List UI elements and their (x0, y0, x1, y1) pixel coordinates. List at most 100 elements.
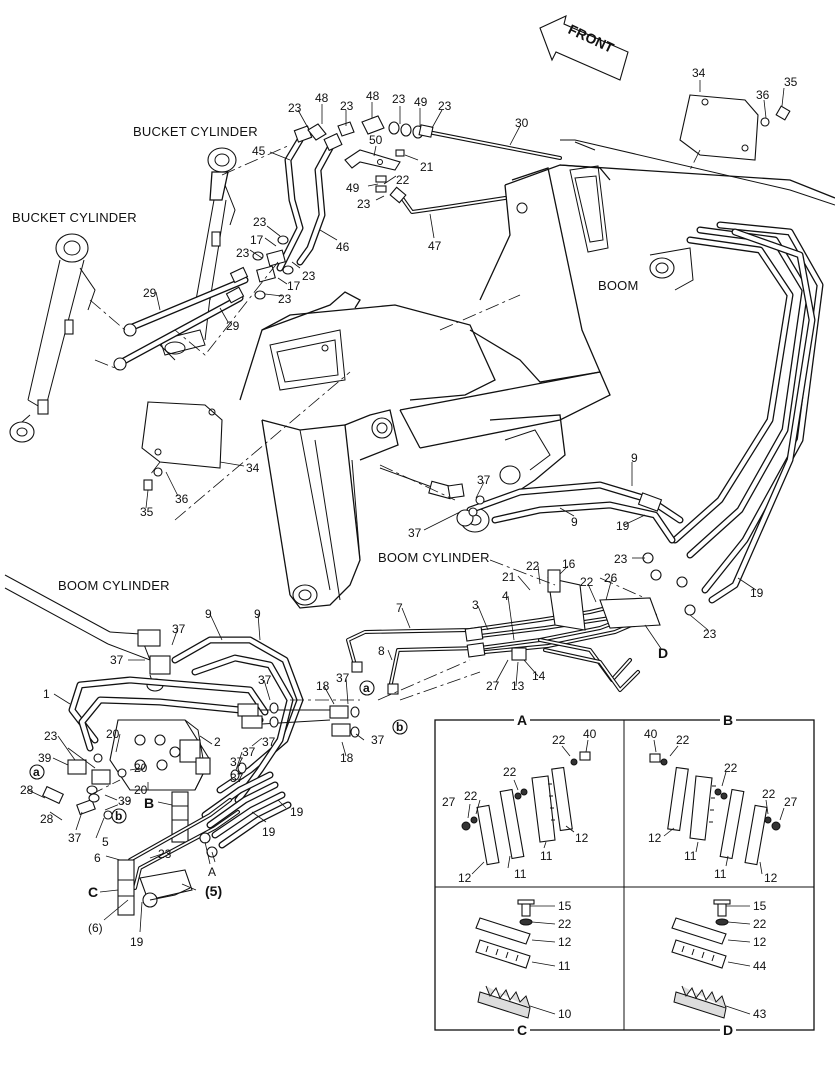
callout: 37 (262, 735, 276, 749)
callout: 49 (414, 95, 428, 109)
callout: B (144, 795, 154, 811)
panel-c-callout: 11 (558, 959, 571, 973)
cover-plate-left (141, 401, 223, 469)
callout: 34 (246, 461, 260, 475)
callout: 23 (340, 99, 354, 113)
callout: A (208, 865, 216, 879)
panel-c-title: C (517, 1022, 527, 1038)
callout: 2 (214, 735, 221, 749)
callout: 9 (571, 515, 578, 529)
detail-panels: A B C D 22 (434, 712, 815, 1038)
section-labels: BUCKET CYLINDER BUCKET CYLINDER BOOM BOO… (12, 124, 638, 593)
ref-a: a (363, 681, 370, 695)
panel-d-drawing: 15 22 12 44 43 (671, 899, 767, 1021)
callout: 6 (94, 851, 101, 865)
callout: 21 (502, 570, 516, 584)
callout: 23 (44, 729, 58, 743)
callout: 20 (134, 761, 148, 775)
callout: 16 (562, 557, 576, 571)
leader-lines (27, 80, 785, 933)
callout: 37 (230, 755, 244, 769)
bracket-50 (344, 149, 405, 193)
callout: 23 (278, 292, 292, 306)
panel-d-callout: 43 (753, 1007, 767, 1021)
panel-b-callout: 11 (684, 849, 697, 863)
callout: 17 (287, 279, 301, 293)
callout: 23 (158, 847, 172, 861)
panel-b-title: B (723, 712, 733, 728)
callout: 22 (526, 559, 540, 573)
panel-a-callout: 40 (583, 727, 597, 741)
callout: 7 (396, 601, 403, 615)
callout: 23 (357, 197, 371, 211)
callout: 19 (750, 586, 764, 600)
callout: 37 (172, 622, 186, 636)
callout: 49 (346, 181, 360, 195)
panel-a-callout: 27 (442, 795, 456, 809)
hose-46 (296, 132, 343, 266)
callout: 23 (236, 246, 250, 260)
boom-cyl-right-hoses-9 (379, 467, 684, 544)
callout: 27 (486, 679, 500, 693)
callout: 36 (175, 492, 189, 506)
washers (143, 105, 791, 858)
callout: D (658, 645, 668, 661)
callout: 37 (68, 831, 82, 845)
ref-a: a (33, 765, 40, 779)
callout: 9 (254, 607, 261, 621)
panel-b-callout: 22 (724, 761, 738, 775)
callout: 36 (756, 88, 770, 102)
block-a-c (117, 859, 193, 916)
callout: 29 (143, 286, 157, 300)
callout: 26 (604, 571, 618, 585)
callout: 21 (420, 160, 434, 174)
bucket-cylinder-left (9, 233, 96, 443)
callout: 37 (110, 653, 124, 667)
callout: 3 (472, 598, 479, 612)
callout: 29 (226, 319, 240, 333)
callout: 35 (140, 505, 154, 519)
panel-a-callout: 22 (552, 733, 566, 747)
callout: 23 (392, 92, 406, 106)
label-boom-cylinder-right: BOOM CYLINDER (378, 550, 490, 565)
callout: 14 (532, 669, 546, 683)
panel-b-callout: 40 (644, 727, 658, 741)
callout: 19 (290, 805, 304, 819)
callout: 50 (369, 133, 383, 147)
callout: 22 (396, 173, 410, 187)
callout: 13 (511, 679, 525, 693)
callout: 5 (102, 835, 109, 849)
panel-c-callout: 22 (558, 917, 572, 931)
panel-d-callout: 44 (753, 959, 767, 973)
callout: 37 (477, 473, 491, 487)
ref-b: b (396, 720, 403, 734)
callout: (5) (205, 883, 222, 899)
callout: 23 (288, 101, 302, 115)
callout: 28 (20, 783, 34, 797)
callout: (6) (88, 921, 103, 935)
callout: 20 (106, 727, 120, 741)
panel-d-callout: 22 (753, 917, 767, 931)
bracket-16 (511, 569, 661, 661)
callout: 39 (118, 794, 132, 808)
panel-c-callout: 12 (558, 935, 572, 949)
callout: 39 (38, 751, 52, 765)
panel-d-title: D (723, 1022, 733, 1038)
callout: 23 (253, 215, 267, 229)
callout: 37 (408, 526, 422, 540)
panel-b-callout: 22 (762, 787, 776, 801)
callout: 18 (316, 679, 330, 693)
panel-a-callout: 12 (458, 871, 472, 885)
callout: 23 (438, 99, 452, 113)
callout: 28 (40, 812, 54, 826)
callout: 47 (428, 239, 442, 253)
callout: 48 (315, 91, 329, 105)
panel-a-callout: 11 (514, 867, 527, 881)
callout: 46 (336, 240, 350, 254)
panel-b-callout: 11 (714, 867, 727, 881)
panel-d-callout: 15 (753, 899, 767, 913)
panel-b-callout: 12 (648, 831, 662, 845)
panel-a-callout: 11 (540, 849, 553, 863)
valve-fittings (41, 753, 127, 820)
